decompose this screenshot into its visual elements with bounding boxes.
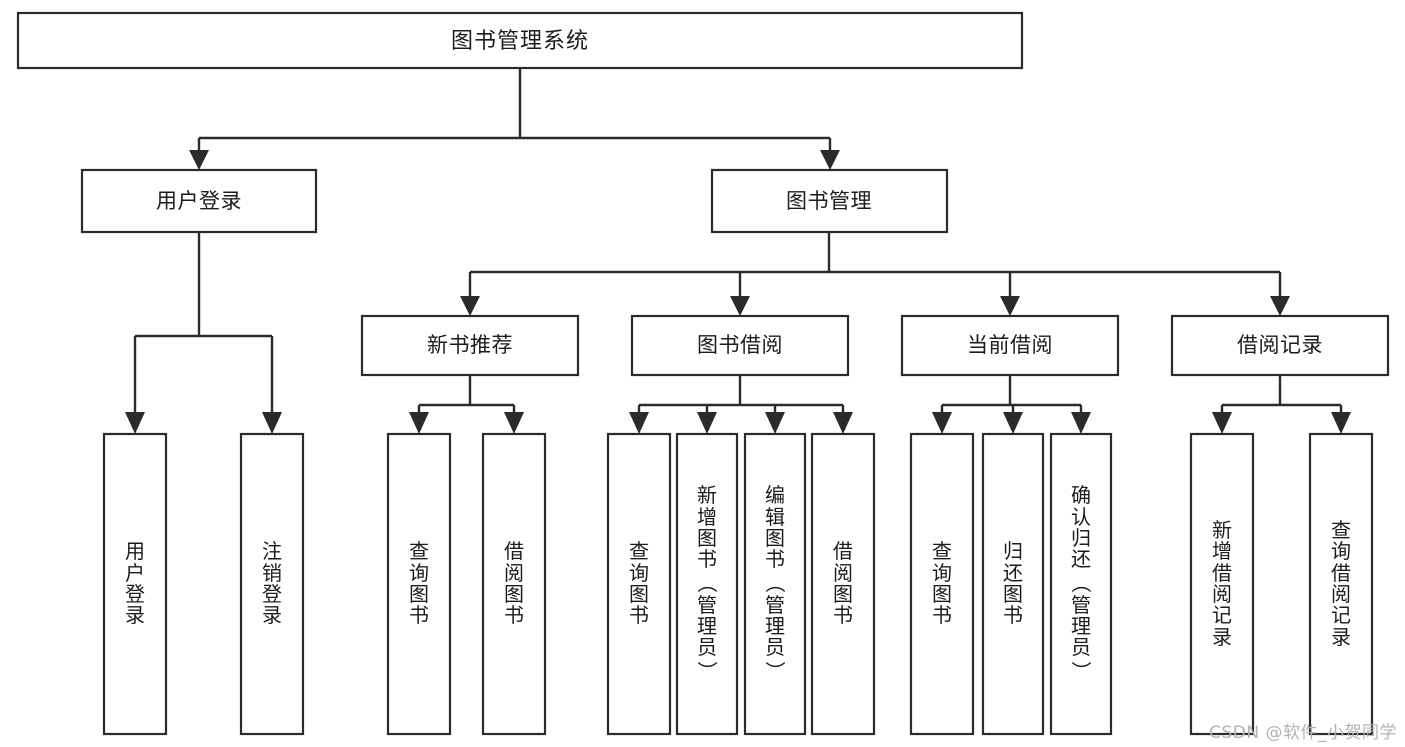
node-leaf-borrow-book-1-box[interactable] — [481, 432, 547, 736]
node-leaf-return-book-box[interactable] — [981, 432, 1045, 736]
node-leaf-logout-box[interactable] — [239, 432, 305, 736]
node-user-login-box[interactable] — [80, 168, 318, 234]
node-leaf-borrow-book-2-box[interactable] — [810, 432, 876, 736]
node-user-login[interactable]: 用户登录 — [80, 168, 318, 234]
arrow-head-new-book-rec — [460, 296, 480, 316]
node-user-login-label: 用户登录 — [156, 189, 242, 213]
node-leaf-user-login-box[interactable] — [102, 432, 168, 736]
arrow-head-leaf-query-record — [1331, 412, 1351, 434]
connector-bookborrow-bus — [637, 375, 845, 414]
connector-currentborrow-bus — [940, 375, 1083, 414]
connector-newbookrec-bus — [417, 375, 516, 414]
node-new-book-rec-box[interactable] — [360, 314, 580, 377]
node-leaf-query-book-1-box[interactable] — [386, 432, 452, 736]
node-current-borrow-label: 当前借阅 — [967, 333, 1053, 357]
connector-bookmanage-bus — [468, 232, 1282, 298]
arrow-head-borrow-record — [1270, 296, 1290, 316]
node-leaf-query-book-2-box[interactable] — [606, 432, 672, 736]
arrow-head-book-manage — [820, 150, 840, 170]
leaf-box-layer — [102, 432, 1374, 736]
arrow-head-leaf-add-record — [1212, 412, 1232, 434]
node-root-label: 图书管理系统 — [451, 29, 589, 54]
node-book-borrow-box[interactable] — [630, 314, 850, 377]
node-book-manage-label: 图书管理 — [786, 189, 872, 213]
node-leaf-edit-book-box[interactable] — [743, 432, 807, 736]
node-new-book-rec[interactable]: 新书推荐 — [360, 314, 580, 377]
arrow-head-leaf-edit-book — [765, 412, 785, 434]
node-current-borrow[interactable]: 当前借阅 — [900, 314, 1120, 377]
connector-layer — [125, 68, 1351, 434]
node-leaf-query-record-box[interactable] — [1308, 432, 1374, 736]
node-borrow-record-label: 借阅记录 — [1237, 333, 1323, 357]
arrow-head-book-borrow — [730, 296, 750, 316]
connector-borrowrecord-bus — [1220, 375, 1343, 414]
arrow-head-leaf-query-book-2 — [629, 412, 649, 434]
node-book-borrow-label: 图书借阅 — [697, 333, 783, 357]
arrow-head-leaf-return-book — [1003, 412, 1023, 434]
connector-userlogin-bus — [133, 232, 274, 414]
arrow-head-leaf-borrow-book-1 — [504, 412, 524, 434]
arrow-head-leaf-add-book — [697, 412, 717, 434]
node-book-manage[interactable]: 图书管理 — [710, 168, 949, 234]
node-leaf-query-book-3-box[interactable] — [909, 432, 975, 736]
node-current-borrow-box[interactable] — [900, 314, 1120, 377]
arrow-head-leaf-borrow-book-2 — [833, 412, 853, 434]
arrow-head-leaf-query-book-1 — [409, 412, 429, 434]
node-leaf-add-record-box[interactable] — [1189, 432, 1255, 736]
node-borrow-record-box[interactable] — [1170, 314, 1390, 377]
node-root-box[interactable] — [16, 11, 1024, 70]
node-borrow-record[interactable]: 借阅记录 — [1170, 314, 1390, 377]
node-root[interactable]: 图书管理系统 — [16, 11, 1024, 70]
node-book-borrow[interactable]: 图书借阅 — [630, 314, 850, 377]
node-new-book-rec-label: 新书推荐 — [427, 333, 513, 357]
arrow-head-current-borrow — [1000, 296, 1020, 316]
node-book-manage-box[interactable] — [710, 168, 949, 234]
connector-root-to-level2 — [197, 68, 832, 152]
arrow-head-user-login — [189, 150, 209, 170]
arrow-head-leaf-confirm-return — [1071, 412, 1091, 434]
arrow-head-leaf-user-login — [125, 412, 145, 434]
arrow-head-leaf-logout — [262, 412, 282, 434]
node-leaf-confirm-return-box[interactable] — [1049, 432, 1113, 736]
watermark: CSDN @软件_小贺同学 — [1209, 723, 1397, 743]
arrow-head-leaf-query-book-3 — [932, 412, 952, 434]
node-leaf-add-book-box[interactable] — [675, 432, 739, 736]
